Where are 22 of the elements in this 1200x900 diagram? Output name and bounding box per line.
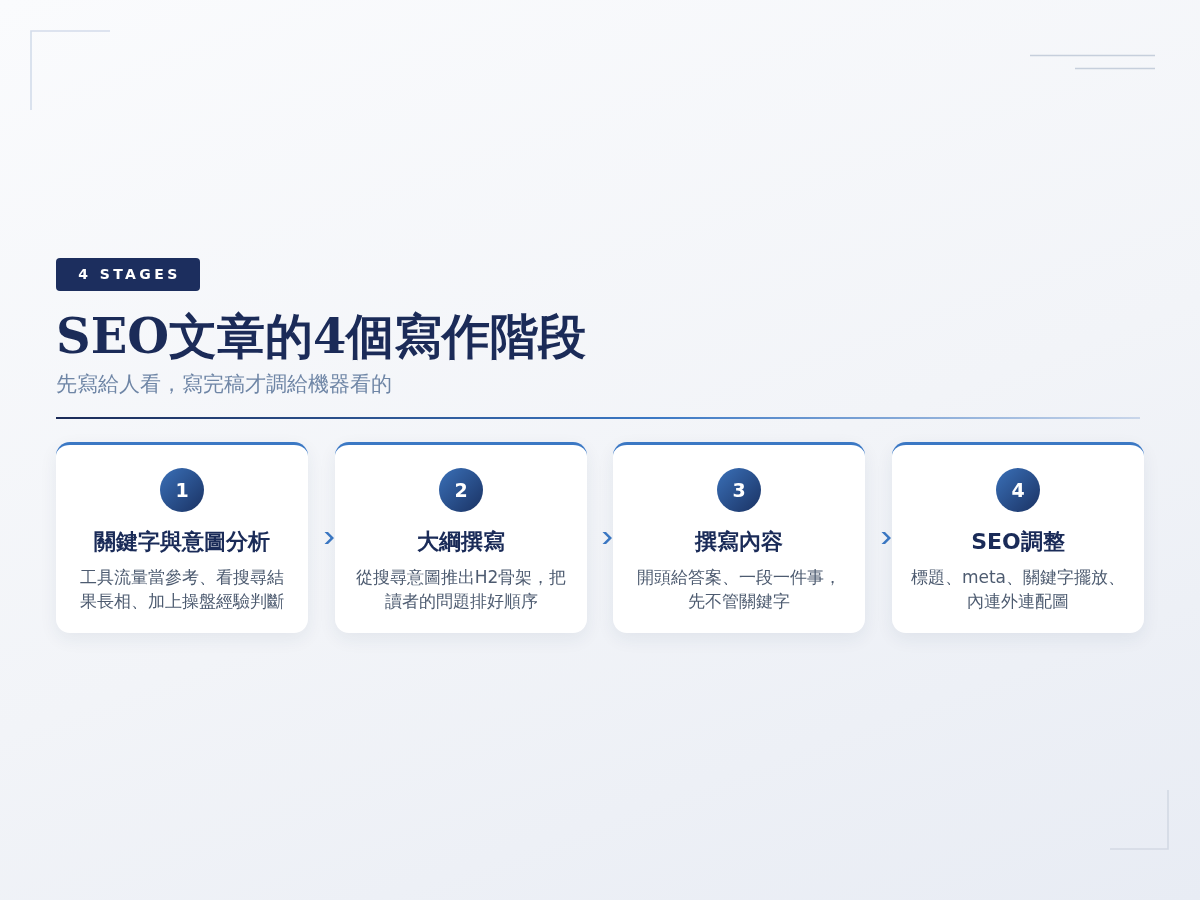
- step-number-circle: 4: [996, 468, 1040, 512]
- stage-description: 從搜尋意圖推出H2骨架，把讀者的問題排好順序: [354, 566, 568, 613]
- stage-card: [335, 442, 587, 633]
- stage-title: 大綱撰寫: [417, 528, 505, 556]
- stage-card: [56, 442, 308, 633]
- step-number-circle: 3: [717, 468, 761, 512]
- stage-title: 撰寫內容: [695, 528, 783, 556]
- step-number-circle: 1: [160, 468, 204, 512]
- stage-tag: 4 STAGES: [56, 258, 200, 291]
- stage-title: SEO調整: [971, 528, 1065, 556]
- chevron-arrow: [324, 532, 334, 544]
- stage-title: 關鍵字與意圖分析: [94, 528, 270, 556]
- stage-description: 標題、meta、關鍵字擺放、內連外連配圖: [909, 566, 1127, 613]
- stage-description: 開頭給答案、一段一件事，先不管關鍵字: [636, 566, 842, 613]
- stage-description: 工具流量當參考、看搜尋結果長相、加上操盤經驗判斷: [79, 566, 285, 613]
- subtitle: 先寫給人看，寫完稿才調給機器看的: [56, 371, 392, 398]
- step-number-circle: 2: [439, 468, 483, 512]
- chevron-arrow: [881, 532, 891, 544]
- stage-card: [613, 442, 865, 633]
- chevron-arrow: [602, 532, 612, 544]
- stage-card: [892, 442, 1144, 633]
- page-title: SEO文章的4個寫作階段: [56, 307, 587, 366]
